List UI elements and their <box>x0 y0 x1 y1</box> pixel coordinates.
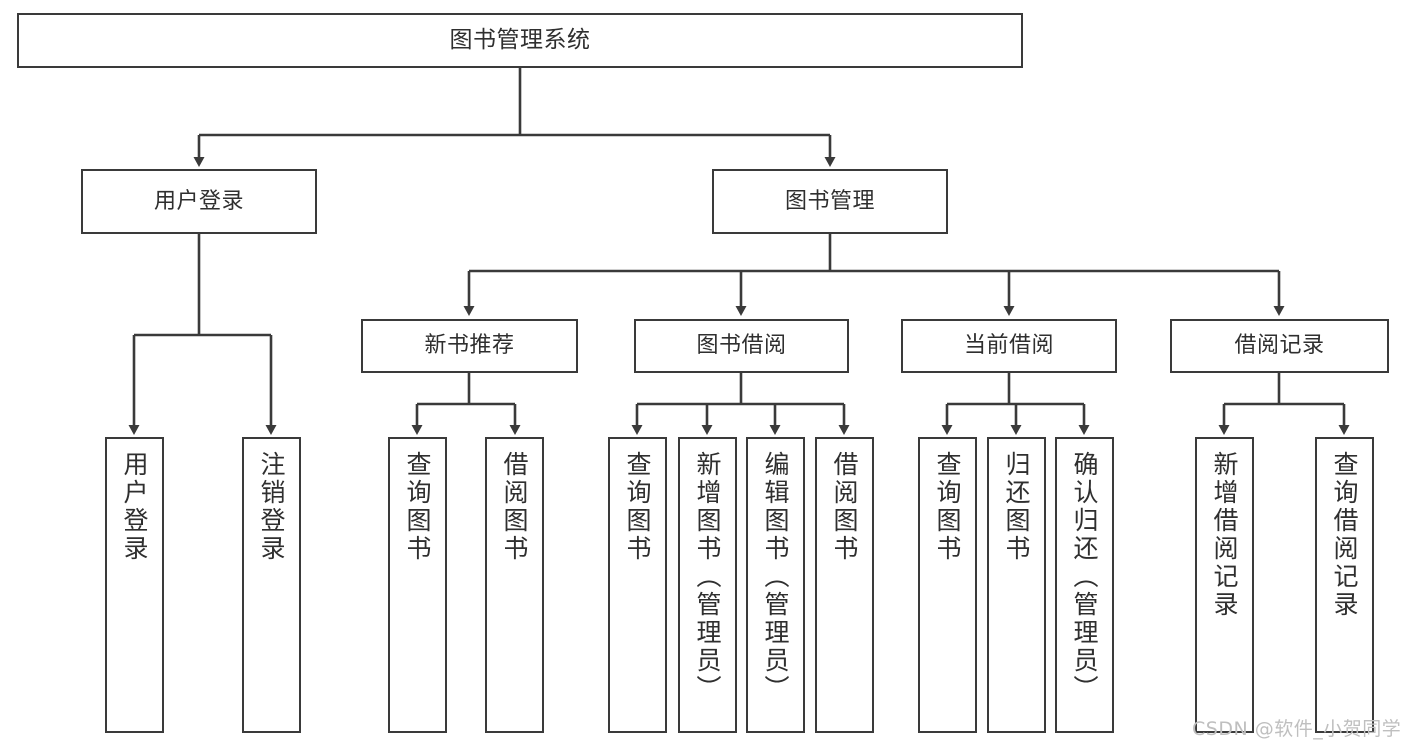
node-label: 当前借阅 <box>963 333 1054 359</box>
node-label: 用户登录 <box>120 451 149 563</box>
node-label: 查询借阅记录 <box>1330 451 1359 619</box>
leaf-query-book-current[interactable]: 查询图书 <box>918 437 977 733</box>
node-label: 图书管理 <box>784 188 875 214</box>
node-current-borrow[interactable]: 当前借阅 <box>901 319 1117 373</box>
node-new-book-recommend[interactable]: 新书推荐 <box>361 319 578 373</box>
node-label: 新书推荐 <box>424 333 515 359</box>
node-label: 借阅图书 <box>830 451 859 563</box>
node-label: 借阅记录 <box>1234 333 1325 359</box>
node-label: 编辑图书（管理员） <box>761 451 790 703</box>
node-label: 新增图书（管理员） <box>693 451 722 703</box>
node-label: 查询图书 <box>933 451 962 563</box>
leaf-edit-book-admin[interactable]: 编辑图书（管理员） <box>746 437 805 733</box>
node-label: 查询图书 <box>403 451 432 563</box>
node-label: 图书借阅 <box>696 333 787 359</box>
leaf-add-borrow-record[interactable]: 新增借阅记录 <box>1195 437 1254 733</box>
node-root-system[interactable]: 图书管理系统 <box>17 13 1023 68</box>
leaf-user-login[interactable]: 用户登录 <box>105 437 164 733</box>
leaf-borrow-book[interactable]: 借阅图书 <box>815 437 874 733</box>
node-label: 新增借阅记录 <box>1210 451 1239 619</box>
leaf-query-book-borrow[interactable]: 查询图书 <box>608 437 667 733</box>
leaf-query-book-recommend[interactable]: 查询图书 <box>388 437 447 733</box>
node-label: 归还图书 <box>1002 451 1031 563</box>
node-book-management[interactable]: 图书管理 <box>712 169 948 234</box>
leaf-add-book-admin[interactable]: 新增图书（管理员） <box>678 437 737 733</box>
leaf-confirm-return-admin[interactable]: 确认归还（管理员） <box>1055 437 1114 733</box>
leaf-return-book[interactable]: 归还图书 <box>987 437 1046 733</box>
leaf-logout[interactable]: 注销登录 <box>242 437 301 733</box>
leaf-query-borrow-record[interactable]: 查询借阅记录 <box>1315 437 1374 733</box>
node-borrow-record[interactable]: 借阅记录 <box>1170 319 1389 373</box>
node-label: 注销登录 <box>257 451 286 563</box>
node-label: 确认归还（管理员） <box>1070 451 1099 703</box>
node-user-login[interactable]: 用户登录 <box>81 169 317 234</box>
node-label: 查询图书 <box>623 451 652 563</box>
node-label: 图书管理系统 <box>449 26 591 53</box>
node-label: 用户登录 <box>153 188 244 214</box>
node-label: 借阅图书 <box>500 451 529 563</box>
node-book-borrow[interactable]: 图书借阅 <box>634 319 849 373</box>
leaf-borrow-book-recommend[interactable]: 借阅图书 <box>485 437 544 733</box>
csdn-watermark: CSDN @软件_小贺同学 <box>1192 718 1402 740</box>
